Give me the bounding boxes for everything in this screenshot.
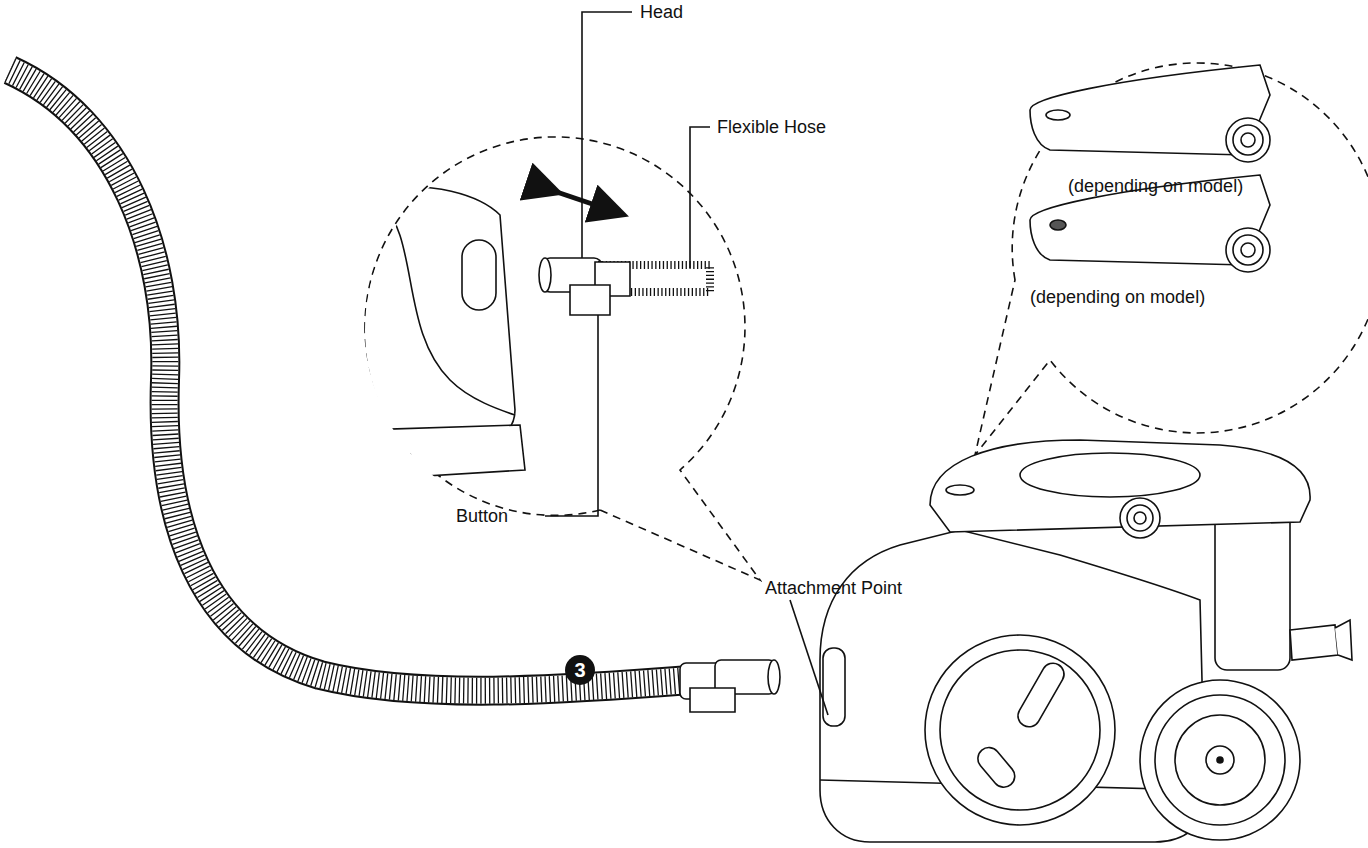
- callout-number: 3: [565, 660, 595, 680]
- flexible-hose: [10, 70, 690, 691]
- part-label: Attachment Point: [765, 578, 902, 598]
- double-arrow: [545, 188, 610, 210]
- vacuum-body: [790, 440, 1352, 842]
- callout-circle: [565, 655, 595, 685]
- part-label: Flexible Hose: [717, 117, 826, 137]
- part-label: Button: [456, 506, 508, 526]
- model-note: (depending on model): [1068, 176, 1243, 196]
- part-label: Head: [640, 2, 683, 22]
- model-note: (depending on model): [1030, 287, 1205, 307]
- detail-circle-2: [975, 63, 1368, 455]
- detail-circle-1: [330, 12, 760, 580]
- hose-head: [680, 660, 780, 712]
